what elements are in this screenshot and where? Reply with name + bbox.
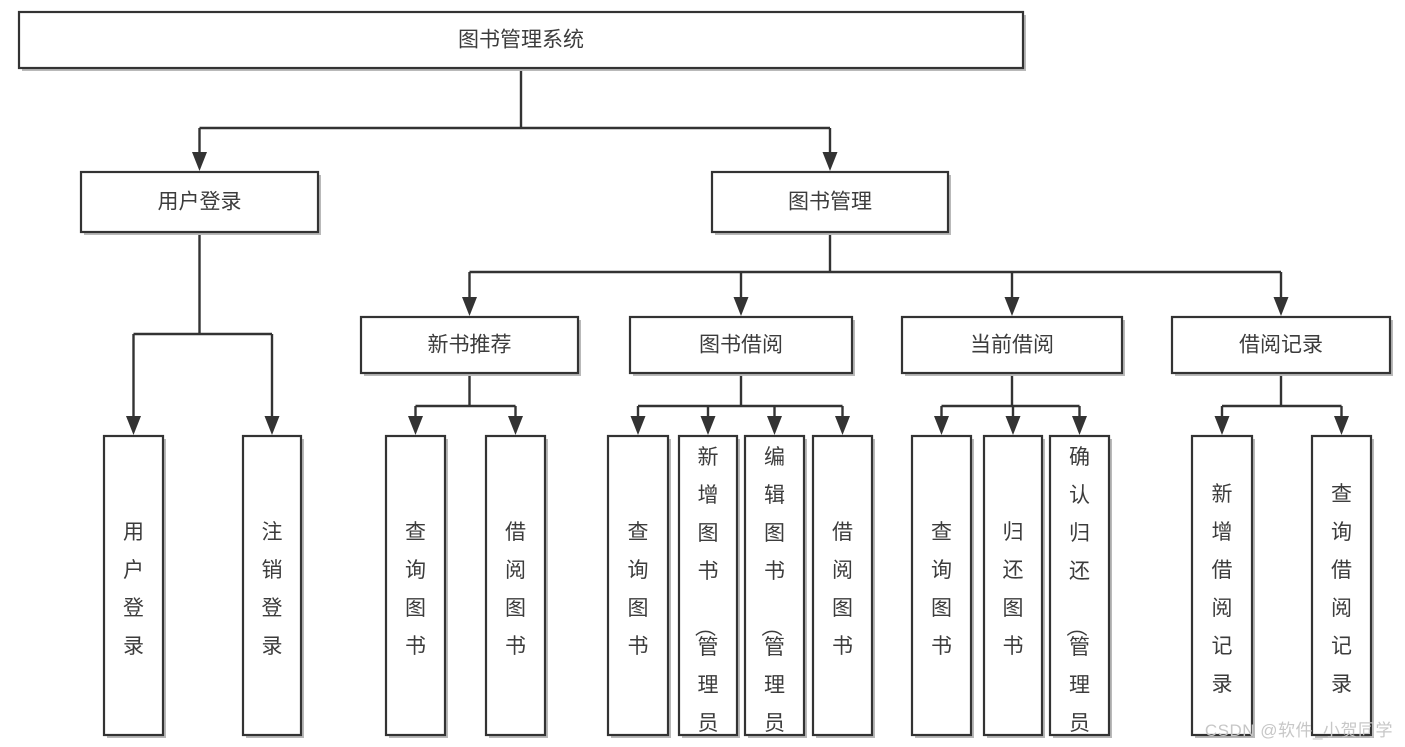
node-label: 注销登录 — [262, 521, 283, 658]
node-user-login[interactable]: 用户登录 — [79, 170, 321, 235]
node-box[interactable] — [910, 434, 973, 737]
node-box[interactable] — [102, 434, 165, 737]
edge-layer — [126, 68, 1349, 435]
node-borrow-record[interactable]: 借阅记录 — [1170, 315, 1393, 376]
arrow-head-icon — [1334, 416, 1349, 435]
node-label: 借阅图书 — [832, 521, 853, 658]
node-label: 图书管理系统 — [458, 29, 584, 52]
arrow-head-icon — [767, 416, 782, 435]
node-box[interactable] — [900, 315, 1124, 375]
node-box[interactable] — [17, 10, 1025, 70]
node-box[interactable] — [241, 434, 303, 737]
arrow-head-icon — [1273, 297, 1289, 316]
node-leaf-cur-query[interactable]: 查询图书 — [910, 434, 974, 738]
node-label: 查询图书 — [628, 521, 649, 658]
edge-group-current-borrow — [934, 373, 1087, 435]
node-leaf-user-login[interactable]: 用户登录 — [102, 434, 166, 738]
node-box[interactable] — [1190, 434, 1254, 737]
node-label: 新增图书（管理员） — [693, 446, 719, 747]
node-label: 查询借阅记录 — [1331, 483, 1352, 696]
node-box[interactable] — [982, 434, 1044, 737]
node-label: 编辑图书（管理员） — [759, 446, 785, 747]
node-label: 图书管理 — [788, 191, 872, 214]
arrow-head-icon — [700, 416, 716, 435]
node-label: 归还图书 — [1003, 521, 1024, 658]
arrow-head-icon — [1005, 416, 1021, 435]
node-leaf-borrow-edit[interactable]: 编辑图书（管理员） — [743, 434, 807, 747]
node-label: 查询图书 — [931, 521, 952, 658]
arrow-head-icon — [462, 297, 477, 316]
edge-group-book-manage — [462, 232, 1289, 316]
node-box[interactable] — [743, 434, 806, 737]
node-leaf-rec-query[interactable]: 查询图书 — [384, 434, 448, 738]
arrow-head-icon — [934, 416, 949, 435]
node-box[interactable] — [384, 434, 447, 737]
edge-group-book-borrow — [630, 373, 850, 435]
node-leaf-borrow-do[interactable]: 借阅图书 — [811, 434, 875, 738]
edge-group-new-book-rec — [408, 373, 523, 435]
node-current-borrow[interactable]: 当前借阅 — [900, 315, 1125, 376]
node-label: 确认归还（管理员） — [1064, 446, 1090, 747]
node-box[interactable] — [1048, 434, 1111, 737]
node-box[interactable] — [359, 315, 580, 375]
node-box[interactable] — [484, 434, 547, 737]
node-box[interactable] — [710, 170, 950, 234]
arrow-head-icon — [733, 297, 749, 316]
node-label: 查询图书 — [405, 521, 426, 658]
arrow-head-icon — [630, 416, 646, 435]
node-label: 图书借阅 — [699, 334, 783, 357]
node-leaf-rec-search[interactable]: 查询借阅记录 — [1310, 434, 1374, 738]
arrow-head-icon — [1004, 297, 1020, 316]
edge-group-borrow-record — [1214, 373, 1349, 435]
node-leaf-rec-borrow[interactable]: 借阅图书 — [484, 434, 548, 738]
node-new-book-rec[interactable]: 新书推荐 — [359, 315, 581, 376]
watermark-text: CSDN @软件_小贺同学 — [1204, 721, 1393, 740]
node-label: 借阅记录 — [1239, 334, 1323, 357]
arrow-head-icon — [1214, 416, 1230, 435]
node-book-manage[interactable]: 图书管理 — [710, 170, 951, 235]
node-label: 新增借阅记录 — [1212, 483, 1233, 696]
arrow-head-icon — [264, 416, 280, 435]
edge-group-root — [192, 68, 838, 171]
arrow-head-icon — [126, 416, 141, 435]
node-box[interactable] — [1310, 434, 1373, 737]
node-layer: 图书管理系统用户登录图书管理新书推荐图书借阅当前借阅借阅记录用户登录注销登录查询… — [17, 10, 1393, 747]
node-box[interactable] — [628, 315, 854, 375]
arrow-head-icon — [1072, 416, 1087, 435]
node-leaf-rec-add[interactable]: 新增借阅记录 — [1190, 434, 1255, 738]
node-label: 用户登录 — [158, 191, 242, 214]
node-box[interactable] — [79, 170, 320, 234]
arrow-head-icon — [408, 416, 423, 435]
node-leaf-user-logout[interactable]: 注销登录 — [241, 434, 304, 738]
node-leaf-borrow-query[interactable]: 查询图书 — [606, 434, 671, 738]
arrow-head-icon — [508, 416, 523, 435]
node-leaf-cur-confirm[interactable]: 确认归还（管理员） — [1048, 434, 1112, 747]
node-label: 新书推荐 — [428, 334, 512, 357]
arrow-head-icon — [822, 152, 838, 171]
node-leaf-borrow-add[interactable]: 新增图书（管理员） — [677, 434, 740, 747]
arrow-head-icon — [192, 152, 207, 171]
node-label: 当前借阅 — [970, 334, 1054, 357]
node-label: 借阅图书 — [505, 521, 526, 658]
node-root[interactable]: 图书管理系统 — [17, 10, 1026, 71]
node-box[interactable] — [606, 434, 670, 737]
node-label: 用户登录 — [123, 521, 144, 658]
node-box[interactable] — [677, 434, 739, 737]
arrow-head-icon — [835, 416, 850, 435]
node-book-borrow[interactable]: 图书借阅 — [628, 315, 855, 376]
node-box[interactable] — [1170, 315, 1392, 375]
node-box[interactable] — [811, 434, 874, 737]
edge-group-user-login — [126, 232, 280, 435]
node-leaf-cur-return[interactable]: 归还图书 — [982, 434, 1045, 738]
